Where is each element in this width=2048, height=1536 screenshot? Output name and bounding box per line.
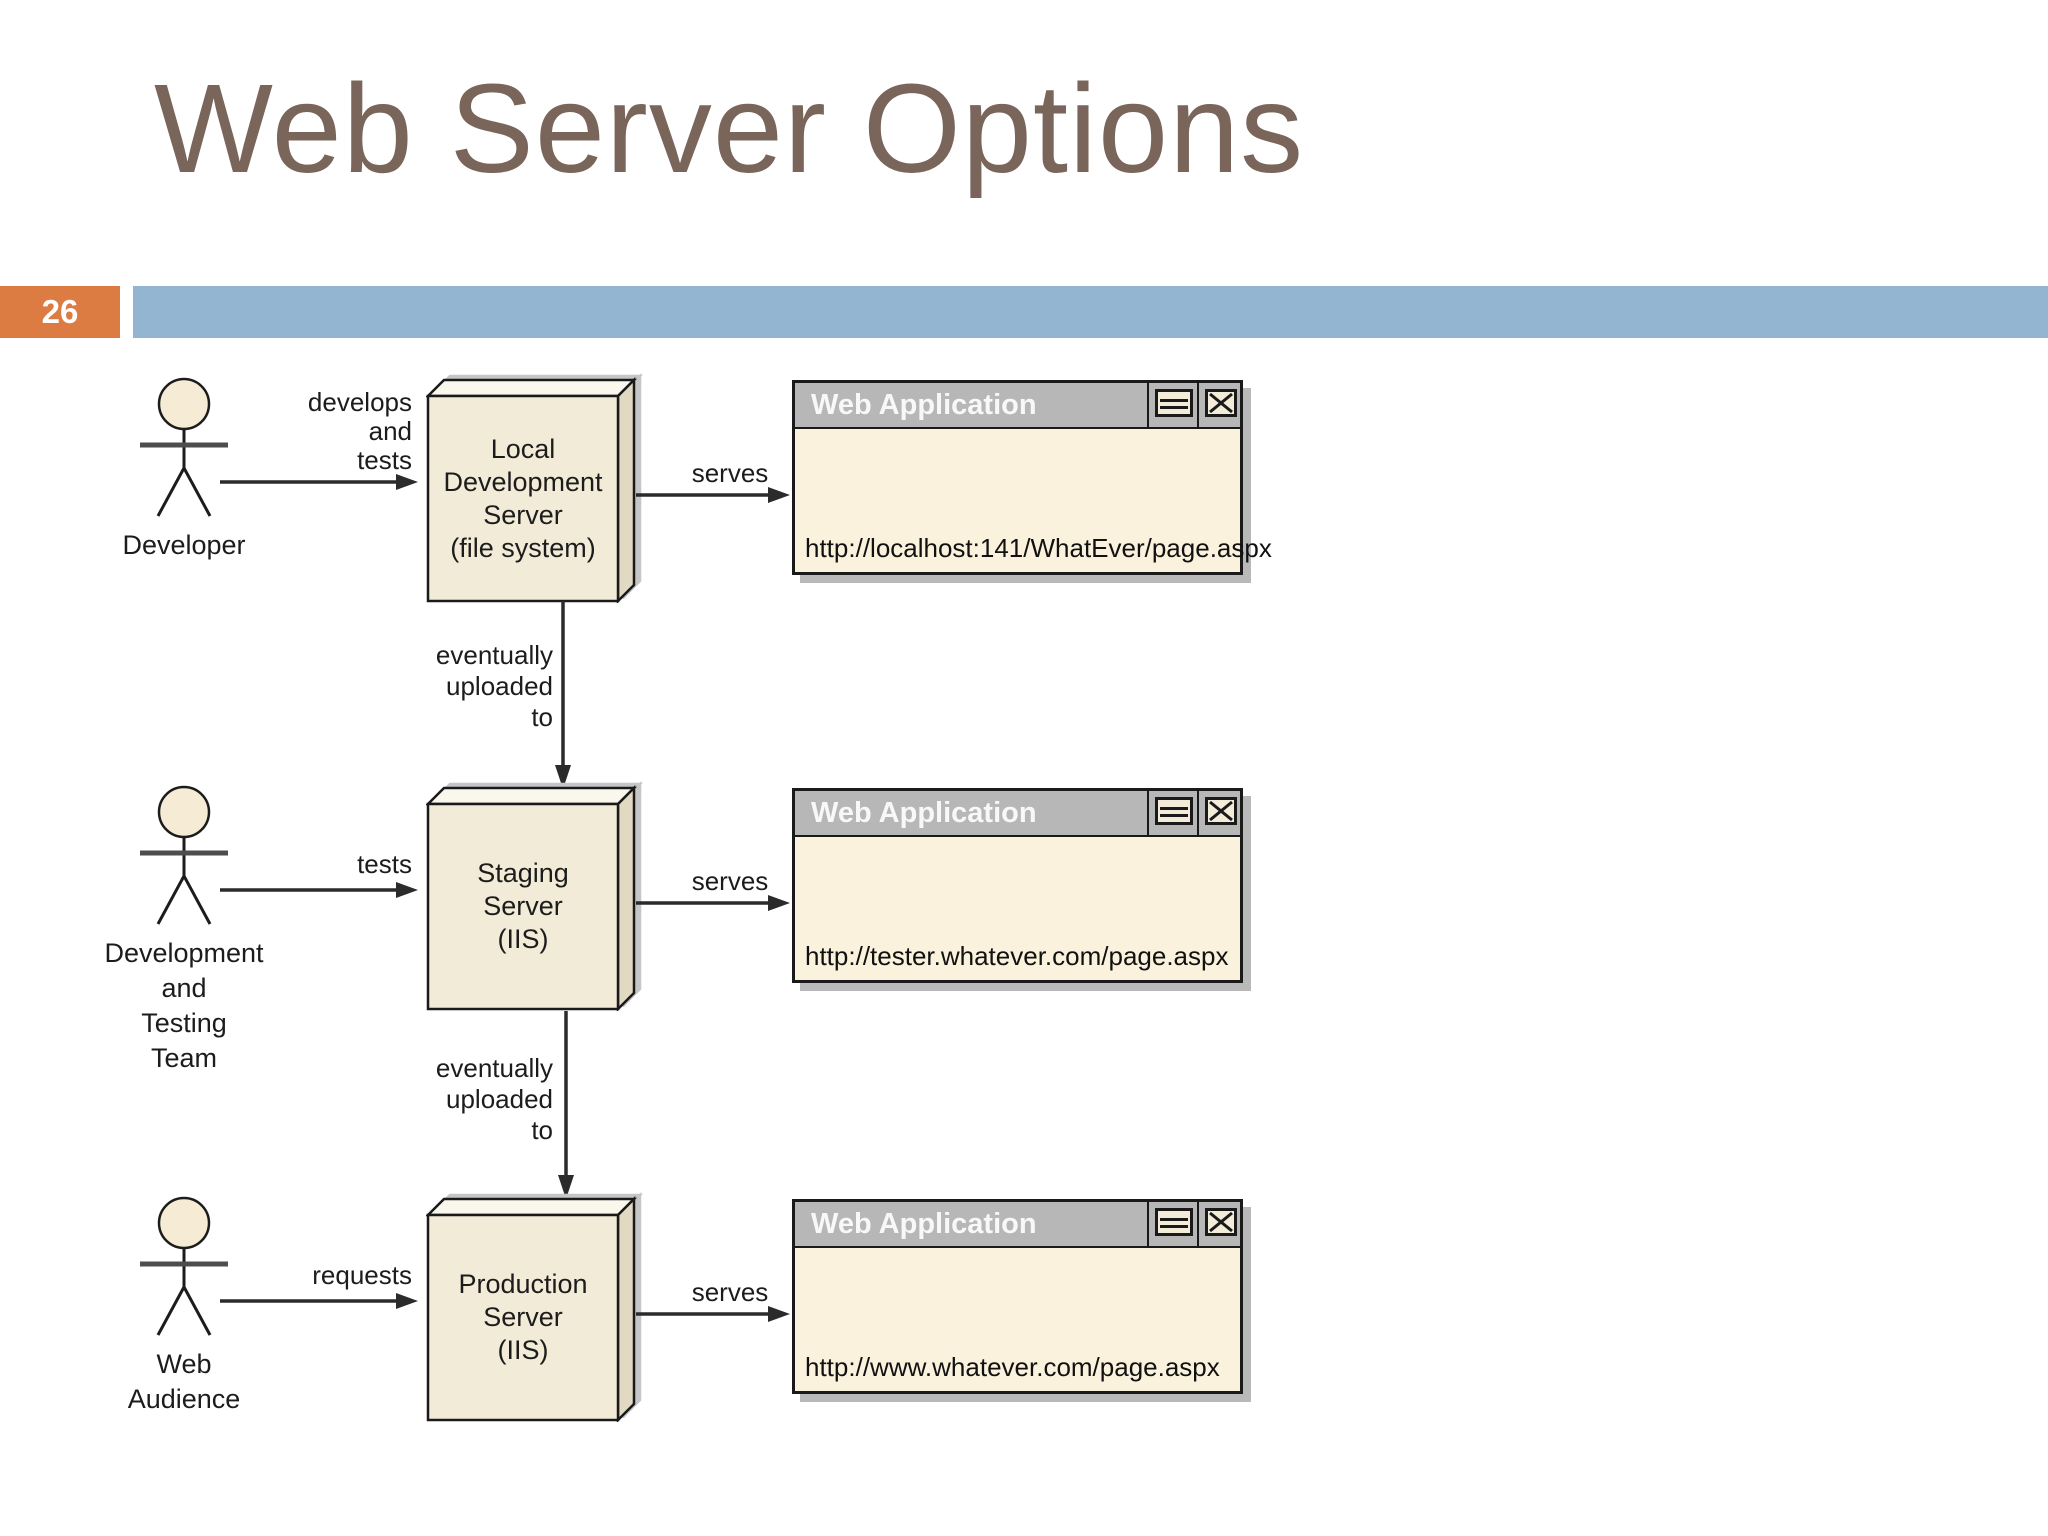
actor-label: Developer [122,530,246,560]
arrow-right-icon [636,1306,790,1322]
window-titlebar: Web Application [795,383,1240,429]
edge-label-serves: serves [691,458,769,488]
server-label: Local Development Server (file system) [443,433,603,563]
window-title: Web Application [811,389,1037,421]
page-title: Web Server Options [154,58,1305,199]
server-box-local-development: Local Development Server (file system) [424,376,638,605]
diagram-row-developer: Developer develops and tests Local Devel… [0,376,2048,696]
titlebar-divider [1147,383,1149,427]
web-application-window: Web Application http://tester.whatever.c… [792,788,1243,983]
edge-label-develops-tests: develops and tests [307,387,412,475]
header-band [133,286,2048,338]
window-body: http://www.whatever.com/page.aspx [795,1248,1240,1391]
stick-figure-icon [140,377,228,517]
server-cube-icon [424,1195,638,1424]
page-number-box: 26 [0,286,120,338]
page-number: 26 [41,293,79,330]
window-title: Web Application [811,797,1037,829]
maximize-icon [1155,797,1193,825]
window-titlebar: Web Application [795,1202,1240,1248]
diagram-row-testing-team: Development and Testing Team tests Stagi… [0,784,2048,1104]
stick-figure-icon [140,1196,228,1336]
server-cube-icon [424,376,638,605]
window-url: http://localhost:141/WhatEver/page.aspx [805,533,1272,563]
titlebar-divider [1147,791,1149,835]
edge-label-serves: serves [691,1277,769,1307]
titlebar-divider [1147,1202,1149,1246]
titlebar-divider [1197,1202,1199,1246]
arrow-right-icon [636,487,790,503]
actor-label: Development and Testing Team [104,938,264,1073]
diagram-row-web-audience: Web Audience requests Production Server … [0,1195,2048,1515]
web-application-window: Web Application http://localhost:141/Wha… [792,380,1272,575]
close-icon [1205,797,1237,825]
close-icon [1205,1208,1237,1236]
maximize-icon [1155,1208,1193,1236]
edge-label-eventually-uploaded: eventually uploaded to [435,640,553,732]
edge-label-serves: serves [691,866,769,896]
edge-label-eventually-uploaded: eventually uploaded to [435,1053,553,1145]
arrow-down-icon [555,601,571,789]
window-url: http://tester.whatever.com/page.aspx [805,941,1229,971]
stick-figure-icon [140,785,228,925]
edge-label-tests: tests [357,849,412,879]
window-titlebar: Web Application [795,791,1240,837]
window-url: http://www.whatever.com/page.aspx [805,1352,1220,1382]
server-label: Staging Server (IIS) [477,858,569,954]
arrow-right-icon [220,882,418,898]
arrow-right-icon [220,1293,418,1309]
server-cube-icon [424,784,638,1013]
maximize-icon [1155,389,1193,417]
window-body: http://localhost:141/WhatEver/page.aspx [795,429,1272,572]
server-box-staging: Staging Server (IIS) [424,784,638,1013]
server-box-production: Production Server (IIS) [424,1195,638,1424]
window-title: Web Application [811,1208,1037,1240]
server-label: Production Server (IIS) [458,1269,588,1365]
arrow-down-icon [558,1011,574,1199]
titlebar-divider [1197,791,1199,835]
web-application-window: Web Application http://www.whatever.com/… [792,1199,1243,1394]
arrow-right-icon [220,474,418,490]
close-icon [1205,389,1237,417]
window-body: http://tester.whatever.com/page.aspx [795,837,1240,980]
actor-label: Web Audience [127,1349,241,1414]
arrow-right-icon [636,895,790,911]
titlebar-divider [1197,383,1199,427]
edge-label-requests: requests [312,1260,412,1290]
